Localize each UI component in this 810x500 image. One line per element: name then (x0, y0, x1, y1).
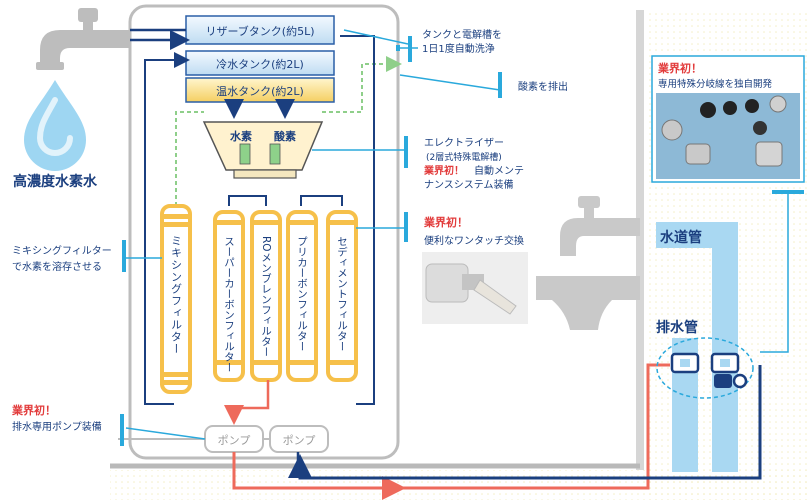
electrolyzer: 水素 酸素 (202, 121, 324, 179)
callout-electrolyzer-line1: エレクトライザー (424, 137, 504, 149)
filter-ro: ROメンブレンフィルター (250, 210, 282, 382)
callout-drain-pump: 業界初！ 排水専用ポンプ装備 (11, 403, 102, 433)
filter-pre-carbon: プリカーボンフィルター (286, 210, 318, 382)
faucet-icon (36, 8, 130, 70)
cold-tank-label: 冷水タンク(約2L) (216, 57, 304, 71)
callout-electrolyzer-first: 業界初！ (423, 164, 464, 177)
filter-super-carbon: スーパーカーボンフィルター (213, 210, 245, 382)
pump-left: ポンプ (204, 425, 264, 453)
drain-pipe-label: 排水管 (656, 319, 698, 336)
filter-mixing: ミキシングフィルター (160, 204, 192, 394)
callout-electrolyzer-line2: (2層式特殊電解槽) (426, 151, 502, 163)
water-label: 高濃度水素水 (13, 173, 98, 190)
hydrogen-label: 水素 (230, 129, 252, 143)
callout-tank-clean-line1: タンクと電解槽を (422, 28, 502, 41)
reserve-tank (185, 15, 335, 45)
filter-pre-carbon-label: プリカーボンフィルター (296, 236, 308, 352)
callout-drain-text: 排水専用ポンプ装備 (12, 420, 102, 433)
callout-tank-clean: タンクと電解槽を 1日1度自動洗浄 (422, 28, 502, 55)
branch-parts-photo (656, 93, 800, 179)
callout-electrolyzer: エレクトライザー (2層式特殊電解槽) 業界初！ 自動メンテ ナンスシステム装備 (423, 137, 524, 191)
filter-super-carbon-label: スーパーカーボンフィルター (223, 236, 235, 373)
filter-sediment: セディメントフィルター (326, 210, 358, 382)
callout-drain-first: 業界初！ (11, 403, 56, 417)
valve-icon (670, 352, 748, 389)
filter-sediment-label: セディメントフィルター (336, 236, 348, 352)
pump-right-label: ポンプ (283, 434, 316, 447)
pump-right: ポンプ (269, 425, 329, 453)
background-dots-bottom (110, 470, 810, 500)
callout-branch-text: 専用特殊分岐線を独自開発 (658, 78, 773, 90)
valve-highlight (656, 337, 754, 399)
one-touch-photo (422, 252, 528, 324)
callout-one-touch-first: 業界初！ (423, 215, 468, 229)
sink-faucet-icon (536, 196, 640, 330)
callout-mixing-line2: で水素を溶存させる (12, 260, 102, 273)
callout-oxygen-exhaust: 酸素を排出 (518, 80, 568, 93)
reserve-tank-label: リザーブタンク(約5L) (205, 24, 314, 38)
water-drop-icon (24, 80, 86, 171)
callout-tank-clean-line2: 1日1度自動洗浄 (422, 42, 495, 55)
hot-tank-label: 温水タンク(約2L) (216, 84, 304, 98)
callout-electrolyzer-maint: 自動メンテ (474, 164, 524, 177)
hot-tank (185, 77, 335, 103)
cold-tank (185, 50, 335, 76)
callout-branch-first: 業界初！ (657, 61, 702, 75)
callout-one-touch: 業界初！ 便利なワンタッチ交換 (422, 215, 528, 324)
filter-ro-label: ROメンブレンフィルター (260, 236, 272, 357)
callout-mixing-filter: ミキシングフィルター で水素を溶存させる (12, 244, 112, 273)
filter-mixing-label: ミキシングフィルター (170, 235, 183, 355)
callout-mixing-line1: ミキシングフィルター (12, 244, 112, 257)
pump-left-label: ポンプ (218, 434, 251, 447)
tap-water-pipe-label: 水道管 (660, 229, 702, 246)
callout-electrolyzer-maint2: ナンスシステム装備 (424, 178, 514, 191)
oxygen-label: 酸素 (274, 129, 296, 143)
callout-branch-valve: 業界初！ 専用特殊分岐線を独自開発 (651, 55, 805, 183)
callout-one-touch-text: 便利なワンタッチ交換 (424, 234, 524, 247)
tank-block: リザーブタンク(約5L) 冷水タンク(約2L) 温水タンク(約2L) (185, 15, 335, 103)
